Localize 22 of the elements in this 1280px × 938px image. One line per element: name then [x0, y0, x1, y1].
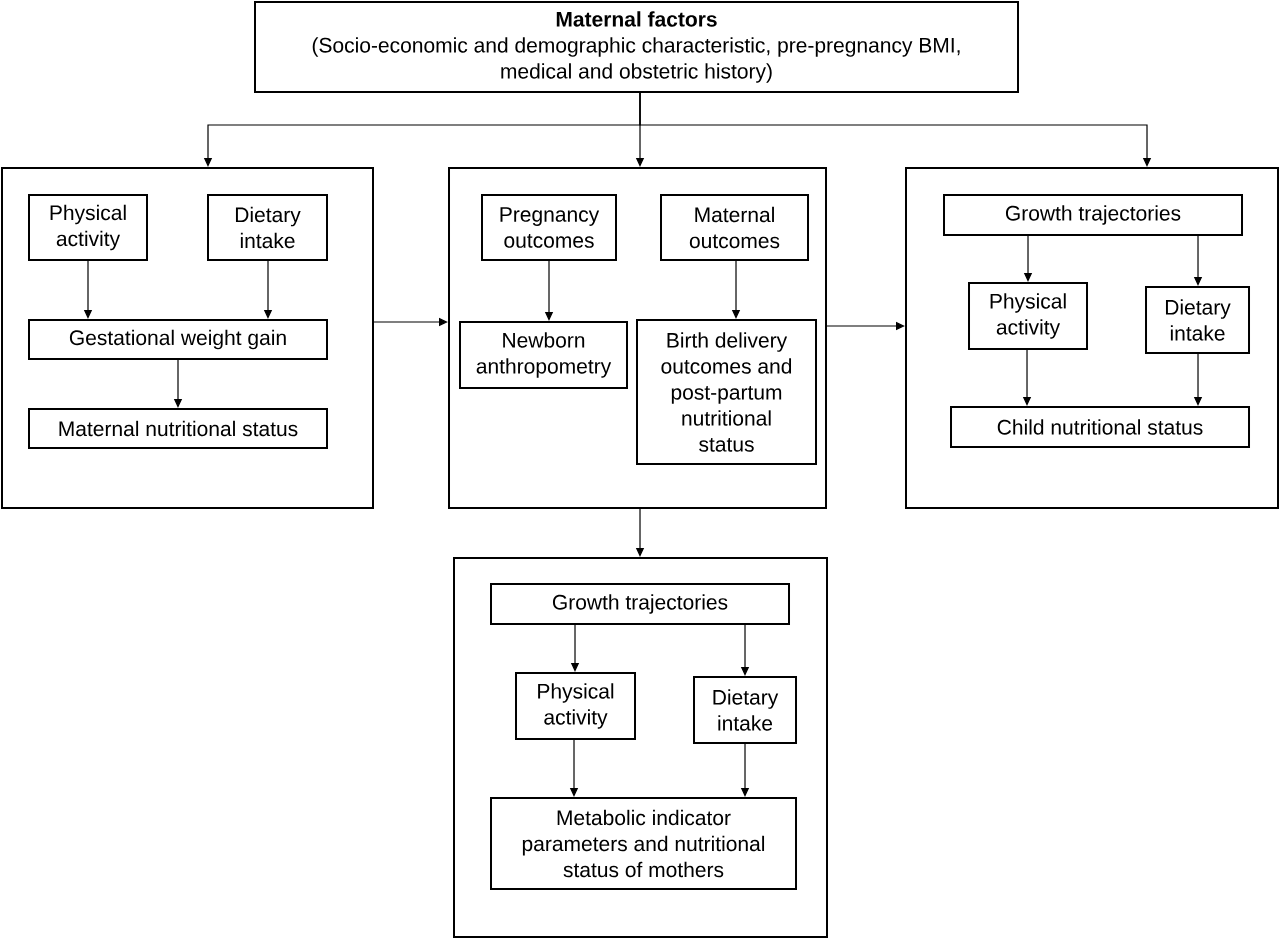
process-box: Newborn anthropometry: [459, 321, 628, 389]
process-box: Physical activity: [28, 194, 148, 261]
process-box: Growth trajectories: [490, 583, 790, 625]
process-box: Maternal nutritional status: [28, 408, 328, 449]
process-box: Growth trajectories: [943, 194, 1243, 236]
container-box: [448, 167, 827, 509]
process-box: Physical activity: [968, 282, 1088, 350]
arrow: [639, 92, 1152, 167]
process-box: Maternal outcomes: [660, 194, 809, 261]
process-box: Child nutritional status: [950, 406, 1250, 448]
process-box: Dietary intake: [207, 194, 328, 261]
process-box: Dietary intake: [1145, 286, 1250, 354]
process-box: Pregnancy outcomes: [481, 194, 617, 261]
heading-box: Maternal factors (Socio-economic and demographic characteristic, pre-pregnancy BMI, medical and obstetric history): [254, 1, 1019, 93]
container-box: [1, 167, 374, 509]
process-box: Gestational weight gain: [28, 319, 328, 360]
container-box: [453, 557, 828, 938]
container-box: [905, 167, 1279, 509]
process-box: Metabolic indicator parameters and nutritional status of mothers: [490, 797, 797, 890]
process-box: Birth delivery outcomes and post-partum nutritional status: [636, 319, 817, 465]
process-box: Dietary intake: [693, 676, 797, 744]
process-box: Physical activity: [515, 672, 636, 740]
